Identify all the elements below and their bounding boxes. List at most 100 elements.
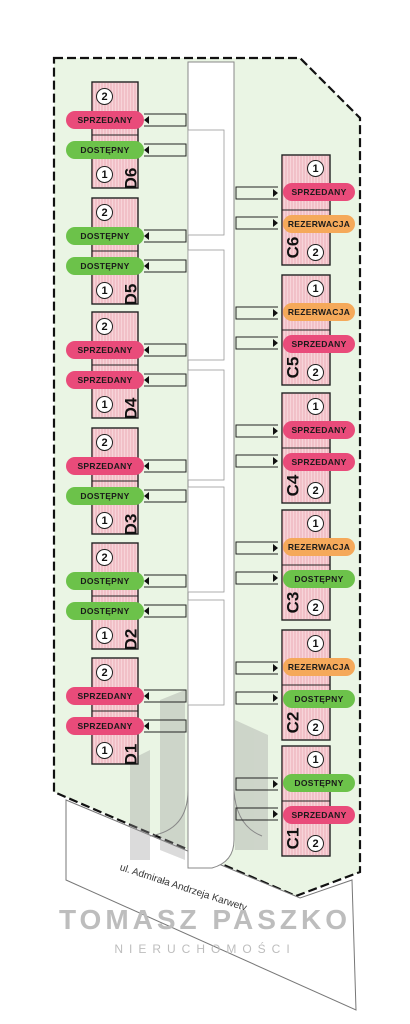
entrance-arrow-icon [273,339,278,347]
status-badge[interactable]: DOSTĘPNY [66,257,144,275]
unit-number-circle: 1 [96,396,113,413]
status-badge[interactable]: DOSTĘPNY [66,602,144,620]
entrance-path [235,186,278,200]
entrance-path [144,113,187,127]
entrance-arrow-icon [273,574,278,582]
entrance-arrow-icon [144,376,149,384]
entrance-arrow-icon [273,694,278,702]
street-strip [65,799,357,1011]
entrance-arrow-icon [273,810,278,818]
entrance-path [235,541,278,555]
entrance-path [144,373,187,387]
entrance-path [144,604,187,618]
status-badge[interactable]: SPRZEDANY [283,806,355,824]
driveway-curve [149,789,189,837]
entrance-path [235,777,278,791]
status-badge[interactable]: SPRZEDANY [66,717,144,735]
brand-name: TOMASZ PASZKO [58,904,352,935]
plot-id-label: D6 [121,167,141,190]
entrance-path [235,424,278,438]
status-badge[interactable]: DOSTĘPNY [66,487,144,505]
plot-id-label: D4 [121,397,141,420]
entrance-path [235,306,278,320]
unit-number-circle: 1 [96,166,113,183]
status-badge[interactable]: DOSTĘPNY [283,690,355,708]
entrance-path [235,691,278,705]
entrance-path [144,229,187,243]
entrance-arrow-icon [144,577,149,585]
entrance-arrow-icon [273,664,278,672]
status-badge[interactable]: SPRZEDANY [283,453,355,471]
status-badge[interactable]: SPRZEDANY [66,111,144,129]
unit-number-circle: 1 [96,742,113,759]
unit-number-circle: 1 [307,280,324,297]
status-badge[interactable]: DOSTĘPNY [283,774,355,792]
entrance-path [144,343,187,357]
unit-number-circle: 1 [307,160,324,177]
plot-id-label: D1 [121,743,141,766]
unit-number-circle: 2 [307,599,324,616]
unit-number-circle: 2 [96,318,113,335]
entrance-path [144,489,187,503]
brand-subtitle: NIERUCHOMOŚCI [114,942,296,956]
driveway-bays [187,129,225,706]
entrance-arrow-icon [144,492,149,500]
status-badge[interactable]: SPRZEDANY [66,457,144,475]
unit-number-circle: 2 [307,244,324,261]
unit-number-circle: 1 [96,627,113,644]
entrance-arrow-icon [273,544,278,552]
entrance-arrow-icon [273,219,278,227]
entrance-arrow-icon [273,427,278,435]
entrance-path [235,807,278,821]
plot-id-label: C5 [283,356,303,379]
status-badge[interactable]: SPRZEDANY [283,183,355,201]
entrance-arrow-icon [144,346,149,354]
status-badge[interactable]: SPRZEDANY [66,341,144,359]
status-badge[interactable]: DOSTĘPNY [283,570,355,588]
entrance-path [144,689,187,703]
plot-id-label: D5 [121,283,141,306]
plot-id-label: D2 [121,628,141,651]
unit-number-circle: 2 [96,549,113,566]
entrance-path [235,336,278,350]
unit-number-circle: 2 [96,204,113,221]
status-badge[interactable]: DOSTĘPNY [66,572,144,590]
unit-number-circle: 1 [307,635,324,652]
entrance-path [235,661,278,675]
entrance-arrow-icon [144,116,149,124]
entrance-path [144,719,187,733]
entrance-arrow-icon [144,462,149,470]
status-badge[interactable]: REZERWACJA [283,538,355,556]
unit-number-circle: 2 [96,434,113,451]
status-badge[interactable]: SPRZEDANY [283,421,355,439]
plot-id-label: C4 [283,474,303,497]
entrance-arrow-icon [273,457,278,465]
entrance-arrow-icon [273,309,278,317]
unit-number-circle: 2 [307,482,324,499]
status-badge[interactable]: SPRZEDANY [283,335,355,353]
unit-number-circle: 2 [307,719,324,736]
status-badge[interactable]: REZERWACJA [283,215,355,233]
unit-number-circle: 2 [307,364,324,381]
entrance-arrow-icon [144,692,149,700]
plots-layer [91,81,331,857]
entrance-path [144,259,187,273]
unit-number-circle: 1 [307,515,324,532]
unit-number-circle: 1 [96,512,113,529]
plot-id-label: C1 [283,827,303,850]
entrance-arrow-icon [144,232,149,240]
unit-number-circle: 2 [96,664,113,681]
unit-number-circle: 2 [307,835,324,852]
status-badge[interactable]: REZERWACJA [283,658,355,676]
entrance-arrow-icon [273,189,278,197]
status-badge[interactable]: SPRZEDANY [66,371,144,389]
entrance-arrow-icon [273,780,278,788]
status-badge[interactable]: REZERWACJA [283,303,355,321]
plot-id-label: C3 [283,591,303,614]
entrance-path [235,454,278,468]
unit-number-circle: 1 [96,282,113,299]
status-badge[interactable]: DOSTĘPNY [66,141,144,159]
status-badge[interactable]: SPRZEDANY [66,687,144,705]
status-badge[interactable]: DOSTĘPNY [66,227,144,245]
